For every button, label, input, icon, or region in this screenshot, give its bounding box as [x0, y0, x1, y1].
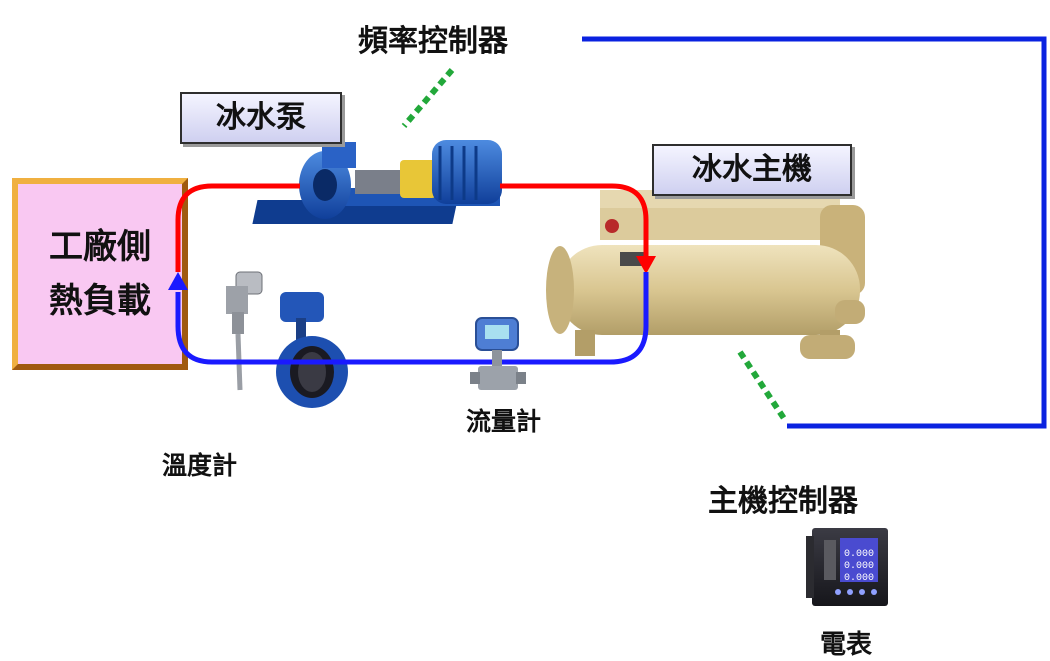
power-meter-label: 電表 — [820, 630, 873, 660]
load-label-line1: 工廠側 — [49, 227, 151, 267]
supply-arrow — [636, 256, 656, 274]
return-arrow — [168, 272, 188, 290]
supply-pipe-right — [500, 183, 649, 262]
chiller-controller-label: 主機控制器 — [708, 484, 858, 519]
flow-meter-label: 流量計 — [466, 407, 542, 436]
signal-line — [582, 36, 1047, 429]
chiller-label-text: 冰水主機 — [692, 152, 812, 187]
butterfly-valve-icon — [276, 292, 348, 408]
chiller-icon — [546, 190, 865, 359]
chiller-comm-line — [737, 350, 788, 422]
flow-meter-icon — [470, 317, 526, 390]
power-meter-icon: 0.000 0.000 0.000 — [806, 528, 888, 606]
pump-label: 冰水泵 — [180, 92, 342, 144]
meter-display-value-3: 0.000 — [844, 573, 874, 584]
frequency-controller-label: 頻率控制器 — [358, 24, 508, 59]
temperature-meter-label: 溫度計 — [162, 451, 238, 480]
load-label-line2: 熱負載 — [49, 281, 151, 321]
pump-label-text: 冰水泵 — [216, 100, 306, 135]
pump-comm-line — [401, 68, 455, 128]
supply-pipe-left — [175, 183, 300, 272]
pump-icon — [252, 140, 502, 224]
temperature-sensor-icon — [226, 271, 263, 391]
return-pipe — [175, 272, 649, 365]
meter-display-value-2: 0.000 — [844, 561, 874, 572]
chiller-label: 冰水主機 — [652, 144, 852, 196]
factory-heat-load-box: 工廠側 熱負載 — [12, 178, 188, 370]
meter-display-value-1: 0.000 — [844, 549, 874, 560]
